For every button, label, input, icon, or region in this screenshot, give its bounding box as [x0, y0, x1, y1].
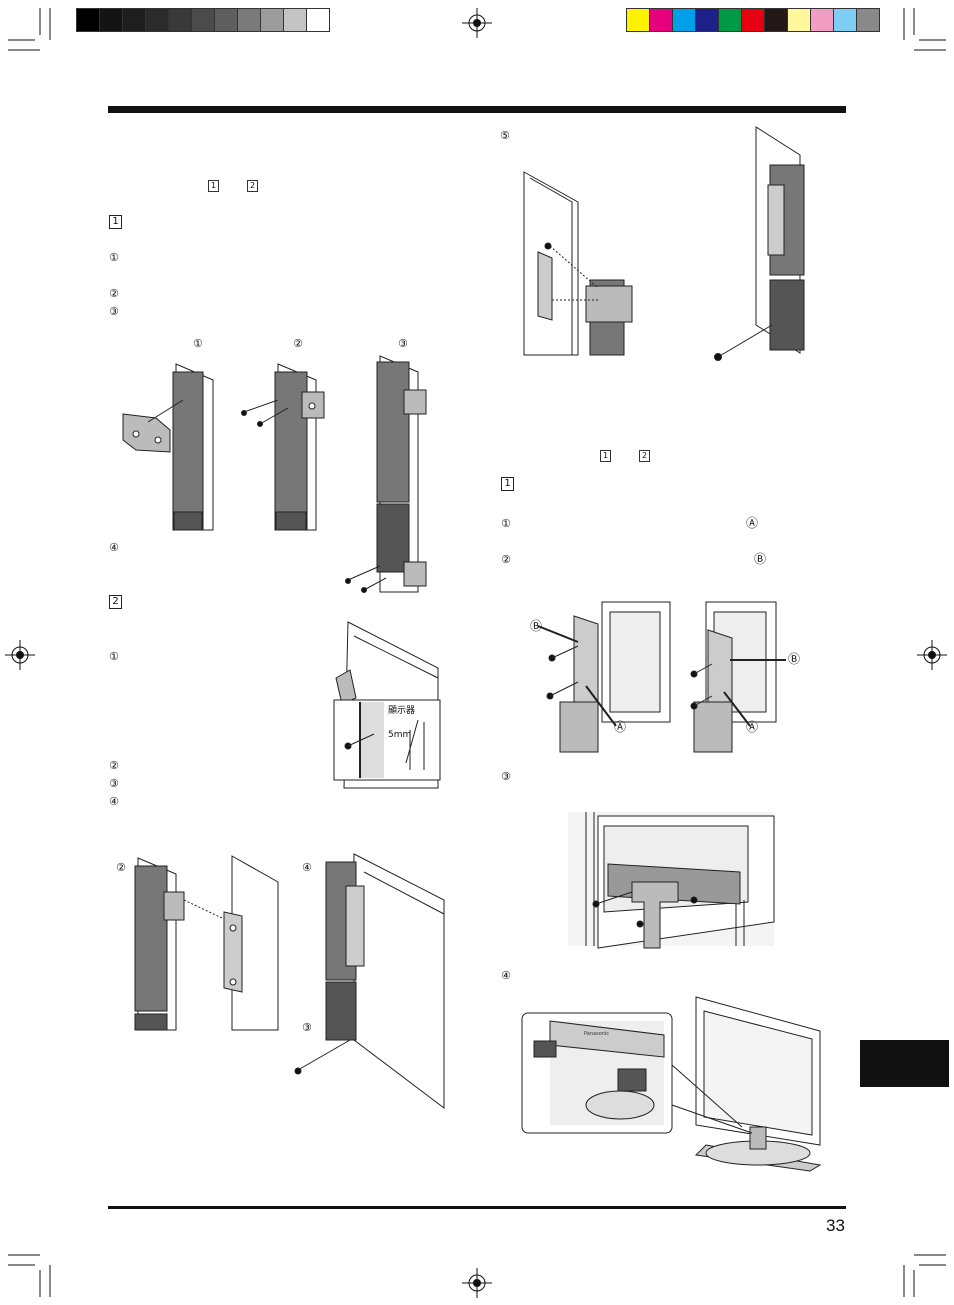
figure-label-2: ②: [293, 337, 303, 350]
callout-a-right: Ⓐ: [746, 720, 759, 734]
display-with-handle-illustration: [523, 171, 633, 356]
step-2-3: ③: [109, 777, 119, 790]
stand-bracket-illustration-left: [537, 601, 671, 753]
step-1-mark-a: Ⓐ: [746, 516, 759, 530]
inset-label-display: 顯示器: [388, 706, 416, 716]
assembled-display-illustration: [521, 996, 822, 1172]
gray-swatch: [306, 8, 330, 32]
ref-box-2-right: 2: [639, 450, 650, 462]
page-number: 33: [826, 1216, 845, 1235]
step-2-mark-b: Ⓑ: [754, 552, 767, 566]
speaker-bracket-illustration-2: [241, 363, 325, 531]
color-swatch: [833, 8, 857, 32]
figure3-label-2: ②: [116, 861, 126, 874]
stand-bracket-illustration-right: [690, 601, 786, 753]
figure3-label-4: ④: [302, 861, 312, 874]
gray-swatch: [237, 8, 261, 32]
figure3-label-3: ③: [302, 1021, 312, 1034]
display-corner-inset: [333, 621, 441, 789]
gray-swatch: [99, 8, 123, 32]
gray-swatch: [260, 8, 284, 32]
gray-swatch: [76, 8, 100, 32]
gray-swatch: [122, 8, 146, 32]
speaker-bracket-illustration-1: [122, 363, 214, 531]
color-swatch: [856, 8, 880, 32]
section-1-marker: 1: [109, 215, 122, 229]
section-2-marker: 2: [109, 595, 122, 609]
registration-mark-bottom: [462, 1268, 492, 1298]
color-swatch: [741, 8, 765, 32]
step-1-right: ①: [501, 517, 511, 530]
callout-b-right: Ⓑ: [788, 652, 801, 666]
step-2-right: ②: [501, 553, 511, 566]
step-2-2: ②: [109, 759, 119, 772]
step-1: ①: [109, 251, 119, 264]
color-swatch: [787, 8, 811, 32]
step-3: ③: [109, 305, 119, 318]
registration-mark-top: [462, 8, 492, 38]
color-swatch: [718, 8, 742, 32]
callout-b-left: Ⓑ: [530, 619, 543, 633]
figure-label-3: ③: [398, 337, 408, 350]
ref-box-1: 1: [208, 180, 219, 192]
chapter-tab: [860, 1040, 949, 1087]
speaker-and-handle-illustration: [134, 855, 279, 1031]
inset-label-distance: 5mm: [388, 730, 412, 740]
footer-rule: [108, 1206, 846, 1209]
speaker-bracket-illustration-3: [345, 355, 427, 593]
callout-a-left: Ⓐ: [614, 720, 627, 734]
ref-box-1-right: 1: [600, 450, 611, 462]
figure-label-1: ①: [193, 337, 203, 350]
color-swatch: [810, 8, 834, 32]
step-2-1: ①: [109, 650, 119, 663]
registration-mark-left: [5, 640, 35, 670]
rear-panel-bracket-illustration: [568, 812, 775, 949]
step-4: ④: [109, 541, 119, 554]
display-with-speaker-illustration: [714, 126, 805, 361]
tv-brand-label: Panasonic: [584, 1031, 610, 1037]
section-1-marker-right: 1: [501, 477, 514, 491]
registration-mark-right: [917, 640, 947, 670]
step-3-right: ③: [501, 770, 511, 783]
step-4-right: ④: [501, 969, 511, 982]
step-2-4: ④: [109, 795, 119, 808]
ref-box-2: 2: [247, 180, 258, 192]
gray-swatch: [283, 8, 307, 32]
header-rule: [108, 106, 846, 113]
step-5: ⑤: [500, 129, 510, 142]
speaker-attached-illustration: [294, 853, 445, 1110]
step-2: ②: [109, 287, 119, 300]
gray-swatch: [168, 8, 192, 32]
